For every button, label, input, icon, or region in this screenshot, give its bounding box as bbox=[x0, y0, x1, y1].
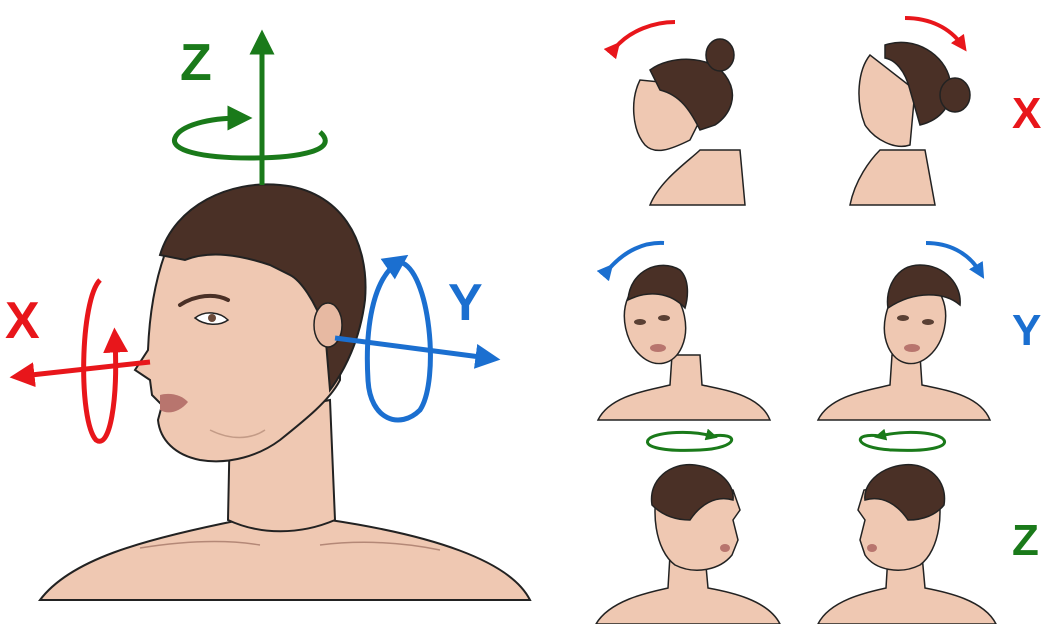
row-y: Y bbox=[598, 243, 1041, 420]
z-axis: Z bbox=[174, 34, 325, 185]
roll-left-head bbox=[598, 243, 770, 420]
pitch-down-head bbox=[615, 22, 745, 205]
yaw-left-head bbox=[818, 432, 996, 624]
yaw-right-head bbox=[596, 432, 780, 624]
row-x-label: X bbox=[1012, 89, 1041, 138]
x-rotation-ring bbox=[84, 280, 116, 441]
row-x: X bbox=[615, 18, 1041, 205]
row-z: Z bbox=[596, 432, 1039, 624]
row-y-label: Y bbox=[1012, 306, 1041, 355]
x-axis-label: X bbox=[5, 292, 40, 350]
y-axis-label: Y bbox=[448, 274, 483, 332]
z-rotation-ring bbox=[174, 118, 325, 158]
x-axis: X bbox=[5, 280, 150, 441]
z-axis-label: Z bbox=[180, 34, 212, 92]
row-z-label: Z bbox=[1012, 516, 1039, 565]
pitch-up-head bbox=[850, 18, 970, 205]
roll-right-head bbox=[818, 243, 990, 420]
